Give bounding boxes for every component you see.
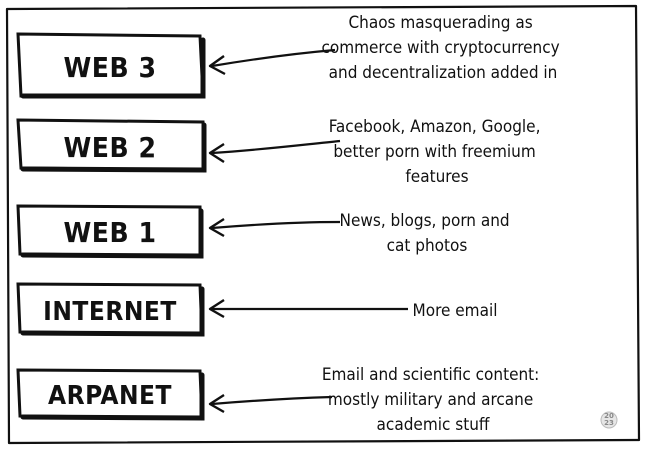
layer-box-shadow (20, 37, 206, 99)
layer-label: WEB 2 (64, 131, 157, 164)
note-line: mostly military and arcane (328, 390, 533, 410)
arrow-head (208, 298, 225, 319)
layer-box-shadow (20, 122, 207, 173)
arrow (211, 139, 341, 155)
note-line: News, blogs, porn and (340, 211, 510, 231)
year-stamp: 20 23 (600, 411, 618, 429)
layer-note: More email (413, 301, 498, 321)
arrow-head (208, 142, 225, 164)
layer-box-shadow (20, 372, 205, 421)
note-line: better porn with freemium (333, 142, 535, 162)
note-line: academic stuff (377, 415, 490, 435)
arrow (211, 395, 333, 406)
layer-web2: WEB 2 Facebook, Amazon, Google, better p… (16, 117, 546, 187)
arrow-head (208, 217, 225, 238)
layer-note: Chaos masquerading as commerce with cryp… (321, 13, 564, 83)
layer-web3: WEB 3 Chaos masquerading as commerce wit… (16, 13, 564, 99)
arrow (211, 220, 341, 230)
layer-label: ARPANET (48, 381, 172, 411)
layer-label: WEB 3 (64, 51, 157, 84)
layer-note: Facebook, Amazon, Google, better porn wi… (329, 117, 546, 187)
note-line: Facebook, Amazon, Google, (329, 117, 541, 137)
stamp-line-2: 23 (604, 419, 614, 427)
layer-note: News, blogs, porn and cat photos (340, 211, 515, 256)
layer-label: INTERNET (43, 297, 177, 327)
stamp-circle (600, 411, 618, 429)
layer-box-shadow (20, 208, 204, 259)
note-line: commerce with cryptocurrency (321, 38, 559, 58)
note-line: features (405, 167, 468, 187)
layer-internet: INTERNET More email (16, 282, 498, 337)
layer-arpanet: ARPANET Email and scientific content: mo… (16, 365, 544, 435)
layer-label: WEB 1 (64, 216, 157, 249)
arrow-head (208, 55, 226, 76)
layer-note: Email and scientific content: mostly mil… (322, 365, 544, 435)
note-line: Chaos masquerading as (348, 13, 532, 33)
stamp-line-1: 20 (604, 412, 614, 420)
note-line: cat photos (387, 236, 468, 256)
arrow-head (208, 393, 225, 414)
layer-box-shadow (20, 286, 205, 337)
note-line: Email and scientific content: (322, 365, 540, 385)
note-line: and decentralization added in (329, 63, 558, 83)
arrow (211, 48, 336, 68)
outer-frame (5, 4, 641, 445)
note-line: More email (413, 301, 498, 321)
layer-web1: WEB 1 News, blogs, porn and cat photos (16, 204, 515, 259)
